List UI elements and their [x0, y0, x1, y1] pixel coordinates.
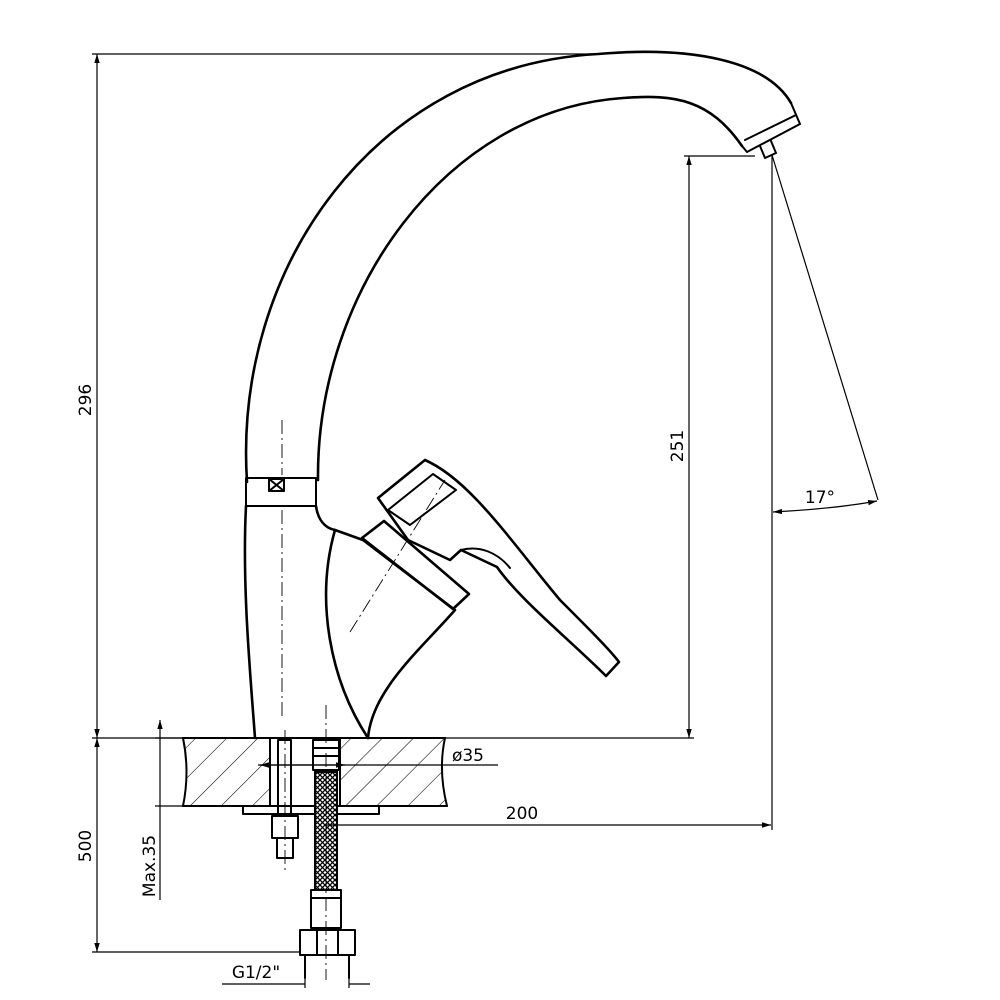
faucet-body [243, 50, 801, 740]
mounting-hardware [242, 705, 380, 980]
hole-diameter-label: ø35 [452, 746, 484, 766]
angle-label: 17° [805, 488, 835, 508]
hose-length-label: 500 [76, 830, 96, 862]
spout-reach-label: 200 [506, 804, 538, 824]
thread-label: G1/2" [232, 963, 280, 983]
spout-height-label: 251 [668, 430, 688, 462]
total-height-label: 296 [76, 384, 96, 416]
deck-thickness-label: Max.35 [140, 835, 160, 897]
dimension-lines [92, 53, 879, 988]
